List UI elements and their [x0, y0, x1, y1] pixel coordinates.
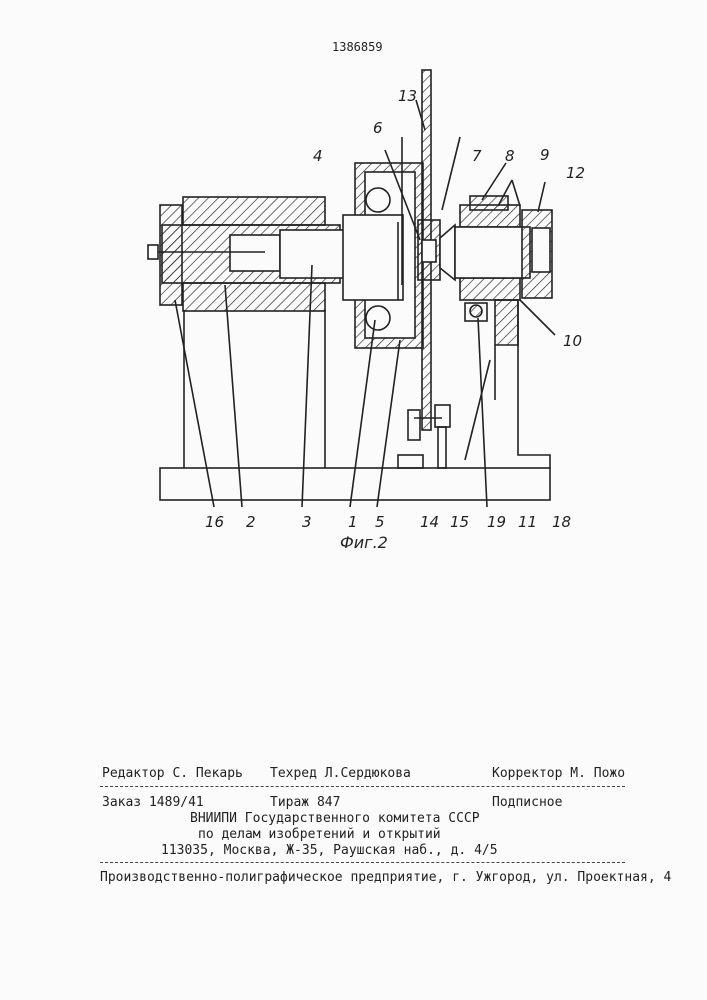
divider — [100, 786, 625, 787]
callout-15: 15 — [450, 513, 469, 531]
corrector: Корректор М. Пожо — [492, 766, 625, 781]
org-line2: по делам изобретений и открытий — [198, 827, 441, 842]
org-line1: ВНИИПИ Государственного комитета СССР — [190, 811, 480, 826]
divider — [100, 862, 625, 863]
callout-18: 18 — [552, 513, 571, 531]
callout-16: 16 — [205, 513, 224, 531]
order: Заказ 1489/41 — [102, 795, 204, 810]
printer: Производственно-полиграфическое предприя… — [100, 870, 671, 885]
figure-caption: Фиг.2 — [340, 533, 388, 552]
callout-19: 19 — [487, 513, 506, 531]
callout-7: 7 — [472, 147, 482, 165]
technical-drawing: 16 2 3 1 5 14 15 19 11 18 4 6 13 7 8 9 1… — [0, 0, 707, 560]
subscription: Подписное — [492, 795, 562, 810]
techred: Техред Л.Сердюкова — [270, 766, 411, 781]
circulation: Тираж 847 — [270, 795, 340, 810]
callout-12: 12 — [566, 164, 585, 182]
callout-11: 11 — [518, 513, 537, 531]
callout-1: 1 — [348, 513, 358, 531]
editor: Редактор С. Пекарь — [102, 766, 243, 781]
callout-5: 5 — [375, 513, 385, 531]
callout-4: 4 — [313, 147, 323, 165]
callout-14: 14 — [420, 513, 439, 531]
callout-8: 8 — [505, 147, 515, 165]
callout-3: 3 — [302, 513, 312, 531]
callout-6: 6 — [373, 119, 383, 137]
callout-9: 9 — [540, 146, 550, 164]
callout-10: 10 — [563, 332, 582, 350]
callout-13: 13 — [398, 87, 417, 105]
address: 113035, Москва, Ж-35, Раушская наб., д. … — [161, 843, 498, 858]
callout-2: 2 — [246, 513, 256, 531]
